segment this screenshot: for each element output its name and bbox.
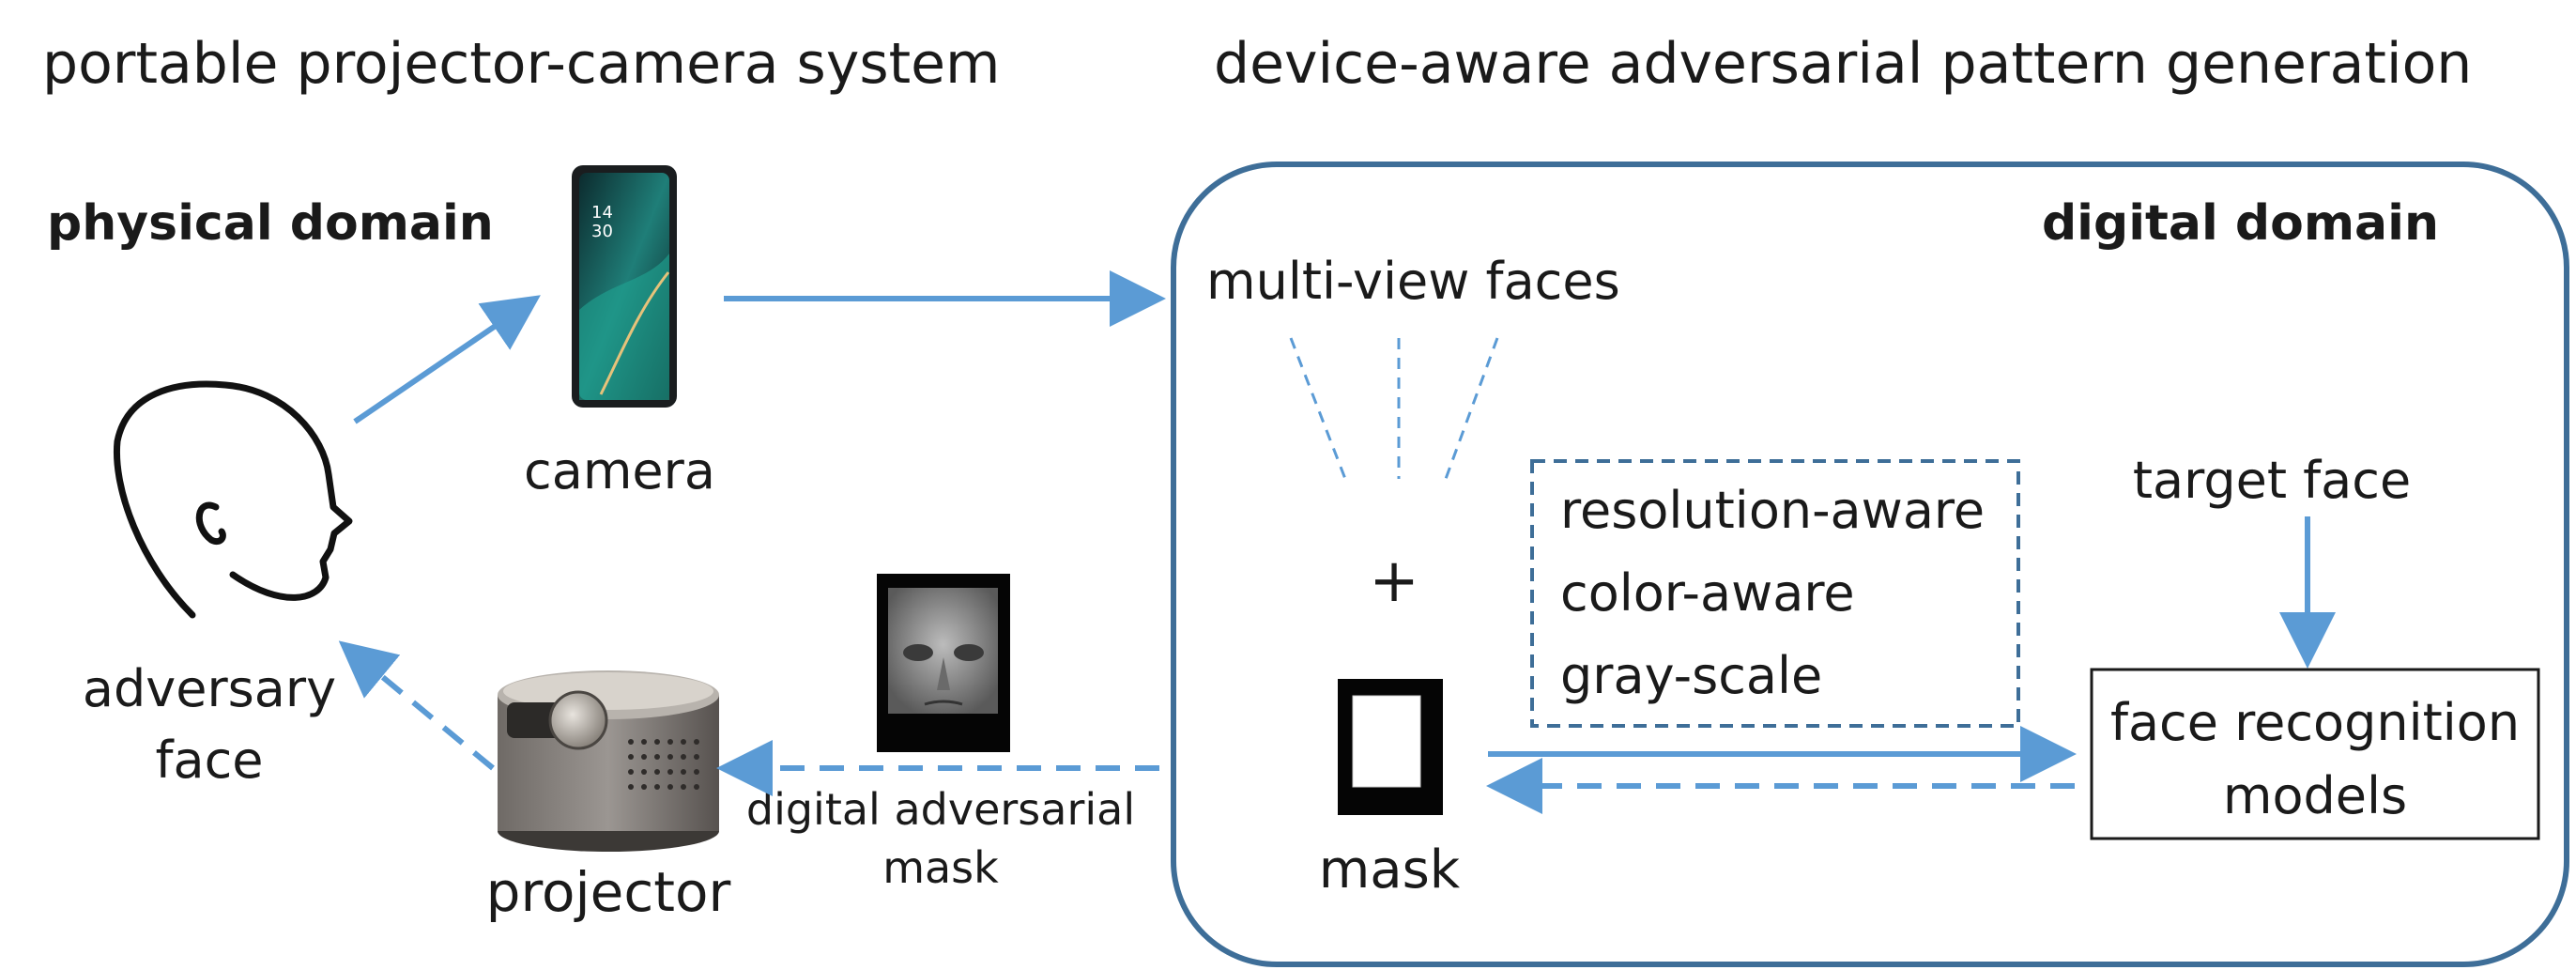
- head-silhouette-icon: [113, 380, 353, 619]
- fr-models-label-1: face recognition: [2110, 693, 2520, 752]
- constraint-resolution: resolution-aware: [1560, 481, 1985, 540]
- adversary-face-label-2: face: [155, 731, 263, 790]
- fr-models-box: [2090, 668, 2540, 840]
- header-left: portable projector-camera system: [42, 31, 1000, 97]
- arrow-face-to-camera: [353, 295, 541, 424]
- projector-label: projector: [486, 860, 731, 924]
- digital-domain-label: digital domain: [2042, 195, 2439, 252]
- mask-frame-icon: [1338, 679, 1443, 815]
- adversarial-mask-image: [877, 574, 1010, 752]
- digital-mask-label-2: mask: [882, 842, 999, 893]
- projector-icon: [498, 670, 719, 852]
- physical-domain-label: physical domain: [47, 195, 494, 252]
- svg-text:14: 14: [591, 203, 613, 223]
- camera-label: camera: [524, 441, 715, 500]
- smartphone-icon: 14 30: [572, 165, 677, 408]
- target-face-label: target face: [2133, 451, 2411, 510]
- constraint-color: color-aware: [1560, 563, 1855, 623]
- digital-domain-panel: [1171, 162, 2569, 967]
- multi-view-rays: [1289, 337, 1499, 480]
- svg-text:30: 30: [591, 222, 613, 241]
- multi-view-faces-label: multi-view faces: [1206, 252, 1620, 311]
- constraints-box: [1530, 459, 2020, 728]
- arrow-projector-to-face: [338, 640, 495, 771]
- header-right: device-aware adversarial pattern generat…: [1214, 31, 2472, 97]
- fr-models-label-2: models: [2223, 766, 2407, 825]
- mask-label: mask: [1319, 839, 1461, 901]
- plus-sign: +: [1369, 547, 1419, 616]
- constraint-grayscale: gray-scale: [1560, 646, 1822, 705]
- digital-mask-label-1: digital adversarial: [746, 784, 1135, 835]
- adversary-face-label-1: adversary: [83, 659, 336, 718]
